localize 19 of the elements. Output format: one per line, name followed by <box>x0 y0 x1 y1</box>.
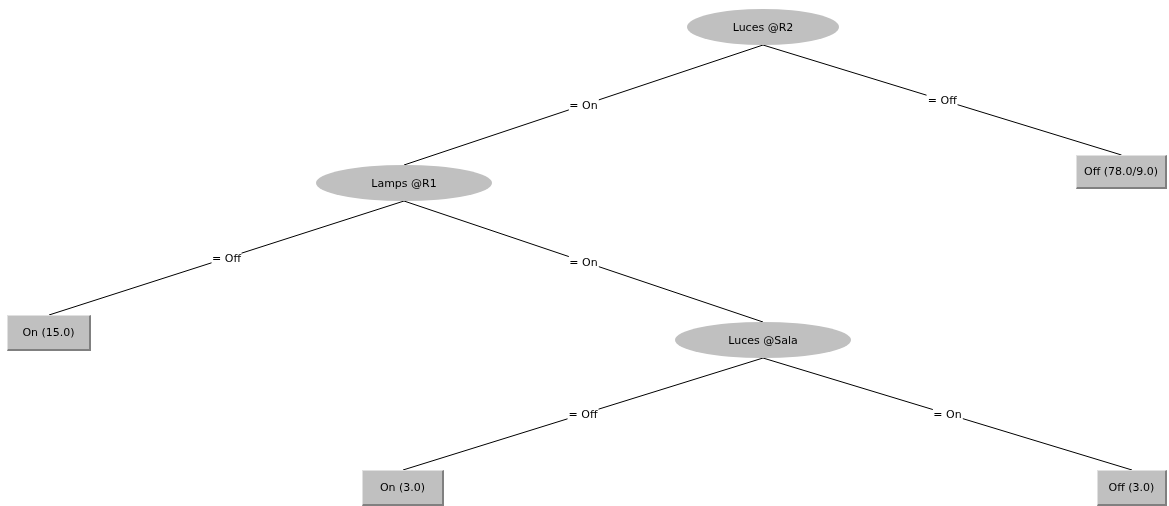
edge-label: = Off <box>567 407 599 421</box>
branch-line <box>403 44 764 166</box>
leaf-node: Off (3.0) <box>1097 470 1167 506</box>
branch-line <box>402 357 764 471</box>
leaf-node: On (15.0) <box>7 315 91 351</box>
edge-label: = Off <box>926 93 958 107</box>
decision-node: Luces @R2 <box>687 9 839 45</box>
leaf-node: Off (78.0/9.0) <box>1076 155 1167 189</box>
edge-label: = Off <box>211 251 242 265</box>
decision-node: Lamps @R1 <box>316 165 492 201</box>
leaf-node: On (3.0) <box>362 470 444 506</box>
branch-line <box>762 44 1122 156</box>
edge-label: = On <box>932 407 963 421</box>
branch-line <box>762 357 1133 471</box>
edge-label: = On <box>568 255 599 268</box>
branch-line <box>48 200 405 316</box>
edge-label: = On <box>568 98 599 112</box>
decision-node: Luces @Sala <box>675 322 851 358</box>
branch-line <box>403 200 764 323</box>
